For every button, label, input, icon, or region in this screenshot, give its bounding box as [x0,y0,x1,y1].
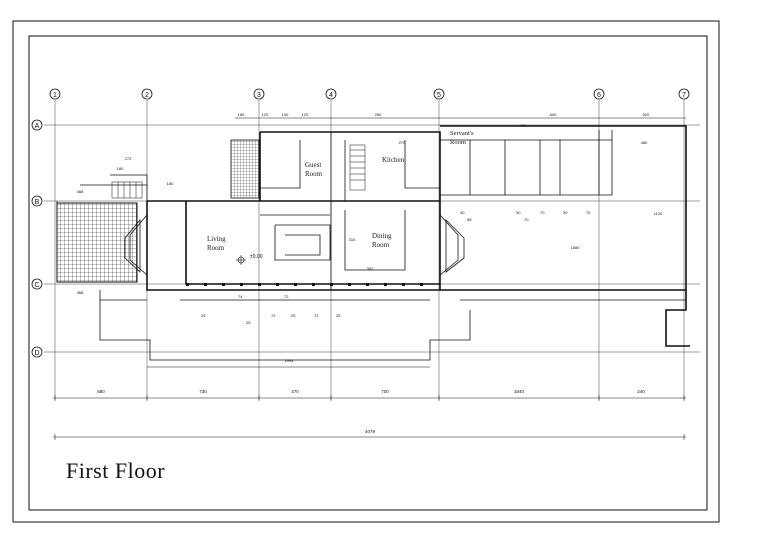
grid-bubble-4: 4 [325,88,337,100]
dim-text: 72 [314,313,319,318]
grid-bubble-D: D [31,346,43,358]
dim-text: 72 [271,313,276,318]
grid-label-B: B [35,199,40,206]
dim-text: 368 [77,189,84,194]
dim-text: 362 [367,266,374,271]
grid-label-3: 3 [257,92,261,99]
dining-room-label-1: Dining [372,232,392,240]
dim-text: 310 [349,237,356,242]
dim-text: 55 [467,217,472,222]
dim-text: 180 [167,181,174,186]
grid-bubble-2: 2 [141,88,153,100]
guest-room-label-1: Guest [305,161,321,169]
top-dimensions: 180 120 100 120 250 180 600 520 180 [117,112,650,186]
dim-text: 30 [563,210,568,215]
dim-text: 1580 [571,245,581,250]
dim-text: 270 [399,140,406,145]
exterior-walls [146,125,690,347]
dim-text: 272 [125,156,132,161]
dim-text: 770 [520,123,527,128]
living-room-label-1: Living [207,235,226,243]
dim-text: 520 [643,112,650,117]
grid-bubble-C: C [31,278,43,290]
dim-text: 1994 [285,358,295,363]
grid-bubble-A: A [31,119,43,131]
servant-room-label-1: Servant's [450,130,474,137]
grid-bubble-5: 5 [433,88,445,100]
grid-bubble-6: 6 [593,88,605,100]
dim-text: 25 [201,313,206,318]
dim-text: 700 [381,389,389,394]
grid-label-7: 7 [682,92,686,99]
dim-text: 70 [540,210,545,215]
grid-bubble-B: B [31,195,43,207]
dim-text: 25 [291,313,296,318]
grid-label-5: 5 [437,92,441,99]
grid-label-1: 1 [53,92,57,99]
grid-label-2: 2 [145,92,149,99]
interior-walls [56,130,686,361]
dim-text: 368 [77,290,84,295]
grid-label-D: D [34,350,39,357]
outer-border [12,20,720,523]
grid-bubble-3: 3 [253,88,265,100]
stair-paving [230,139,260,199]
kitchen-label: Kitchen [382,156,405,164]
dimension-lines [53,117,686,440]
living-room-label-2: Room [207,244,225,252]
level-mark-text: ±0.00 [250,254,263,260]
dim-text: 250 [375,112,382,117]
grid-label-6: 6 [597,92,601,99]
dim-text: 25 [246,320,251,325]
drawing-title: First Floor [66,458,166,483]
row-bubbles: A B C D [31,119,43,358]
grid-label-4: 4 [329,92,333,99]
bay-windows [124,213,465,276]
dim-text: 180 [117,166,124,171]
dim-text: 240 [637,389,645,394]
dim-text: 74 [238,294,243,299]
terrace-paving [56,202,138,283]
grid-bubble-7: 7 [678,88,690,100]
dim-text: 180 [238,112,245,117]
guest-room-label-2: Room [305,170,323,178]
column-grid-lines [54,100,685,400]
dim-text: 730 [199,389,207,394]
dim-text: 30 [516,210,521,215]
dim-text: 70 [586,210,591,215]
dim-text: 580 [97,389,105,394]
dim-text: 25 [336,313,341,318]
dim-text: 70 [524,217,529,222]
level-marker: ±0.00 [236,254,263,265]
dim-text: 1120 [654,211,663,216]
dim-text: 120 [262,112,269,117]
dining-room-label-2: Room [372,241,390,249]
overall-dimension: 4079 [365,429,376,434]
dim-text: 40 [460,210,465,215]
dim-text: 120 [302,112,309,117]
stairs [111,144,366,199]
bottom-dimensions: 580 730 470 700 1040 240 4079 [97,389,645,434]
small-dimensions: 40 55 30 70 70 70 30 25 72 74 25 72 25 7… [201,210,591,325]
dim-text: 600 [550,112,557,117]
dim-text: 470 [291,389,299,394]
dim-text: 460 [641,140,648,145]
grid-label-C: C [34,282,39,289]
room-labels: Living Room Dining Room Guest Room Kitch… [207,130,474,252]
dim-text: 1040 [514,389,525,394]
column-bubbles: 1 2 3 4 5 6 7 [49,88,690,100]
column-posts [186,283,423,286]
inner-dimensions: 1580 1120 1994 460 272 270 362 368 368 7… [77,123,663,363]
grid-bubble-1: 1 [49,88,61,100]
inner-border [28,35,708,511]
servant-room-label-2: Room [450,139,466,146]
dim-text: 100 [282,112,289,117]
dim-text: 72 [284,294,289,299]
grid-label-A: A [35,123,40,130]
